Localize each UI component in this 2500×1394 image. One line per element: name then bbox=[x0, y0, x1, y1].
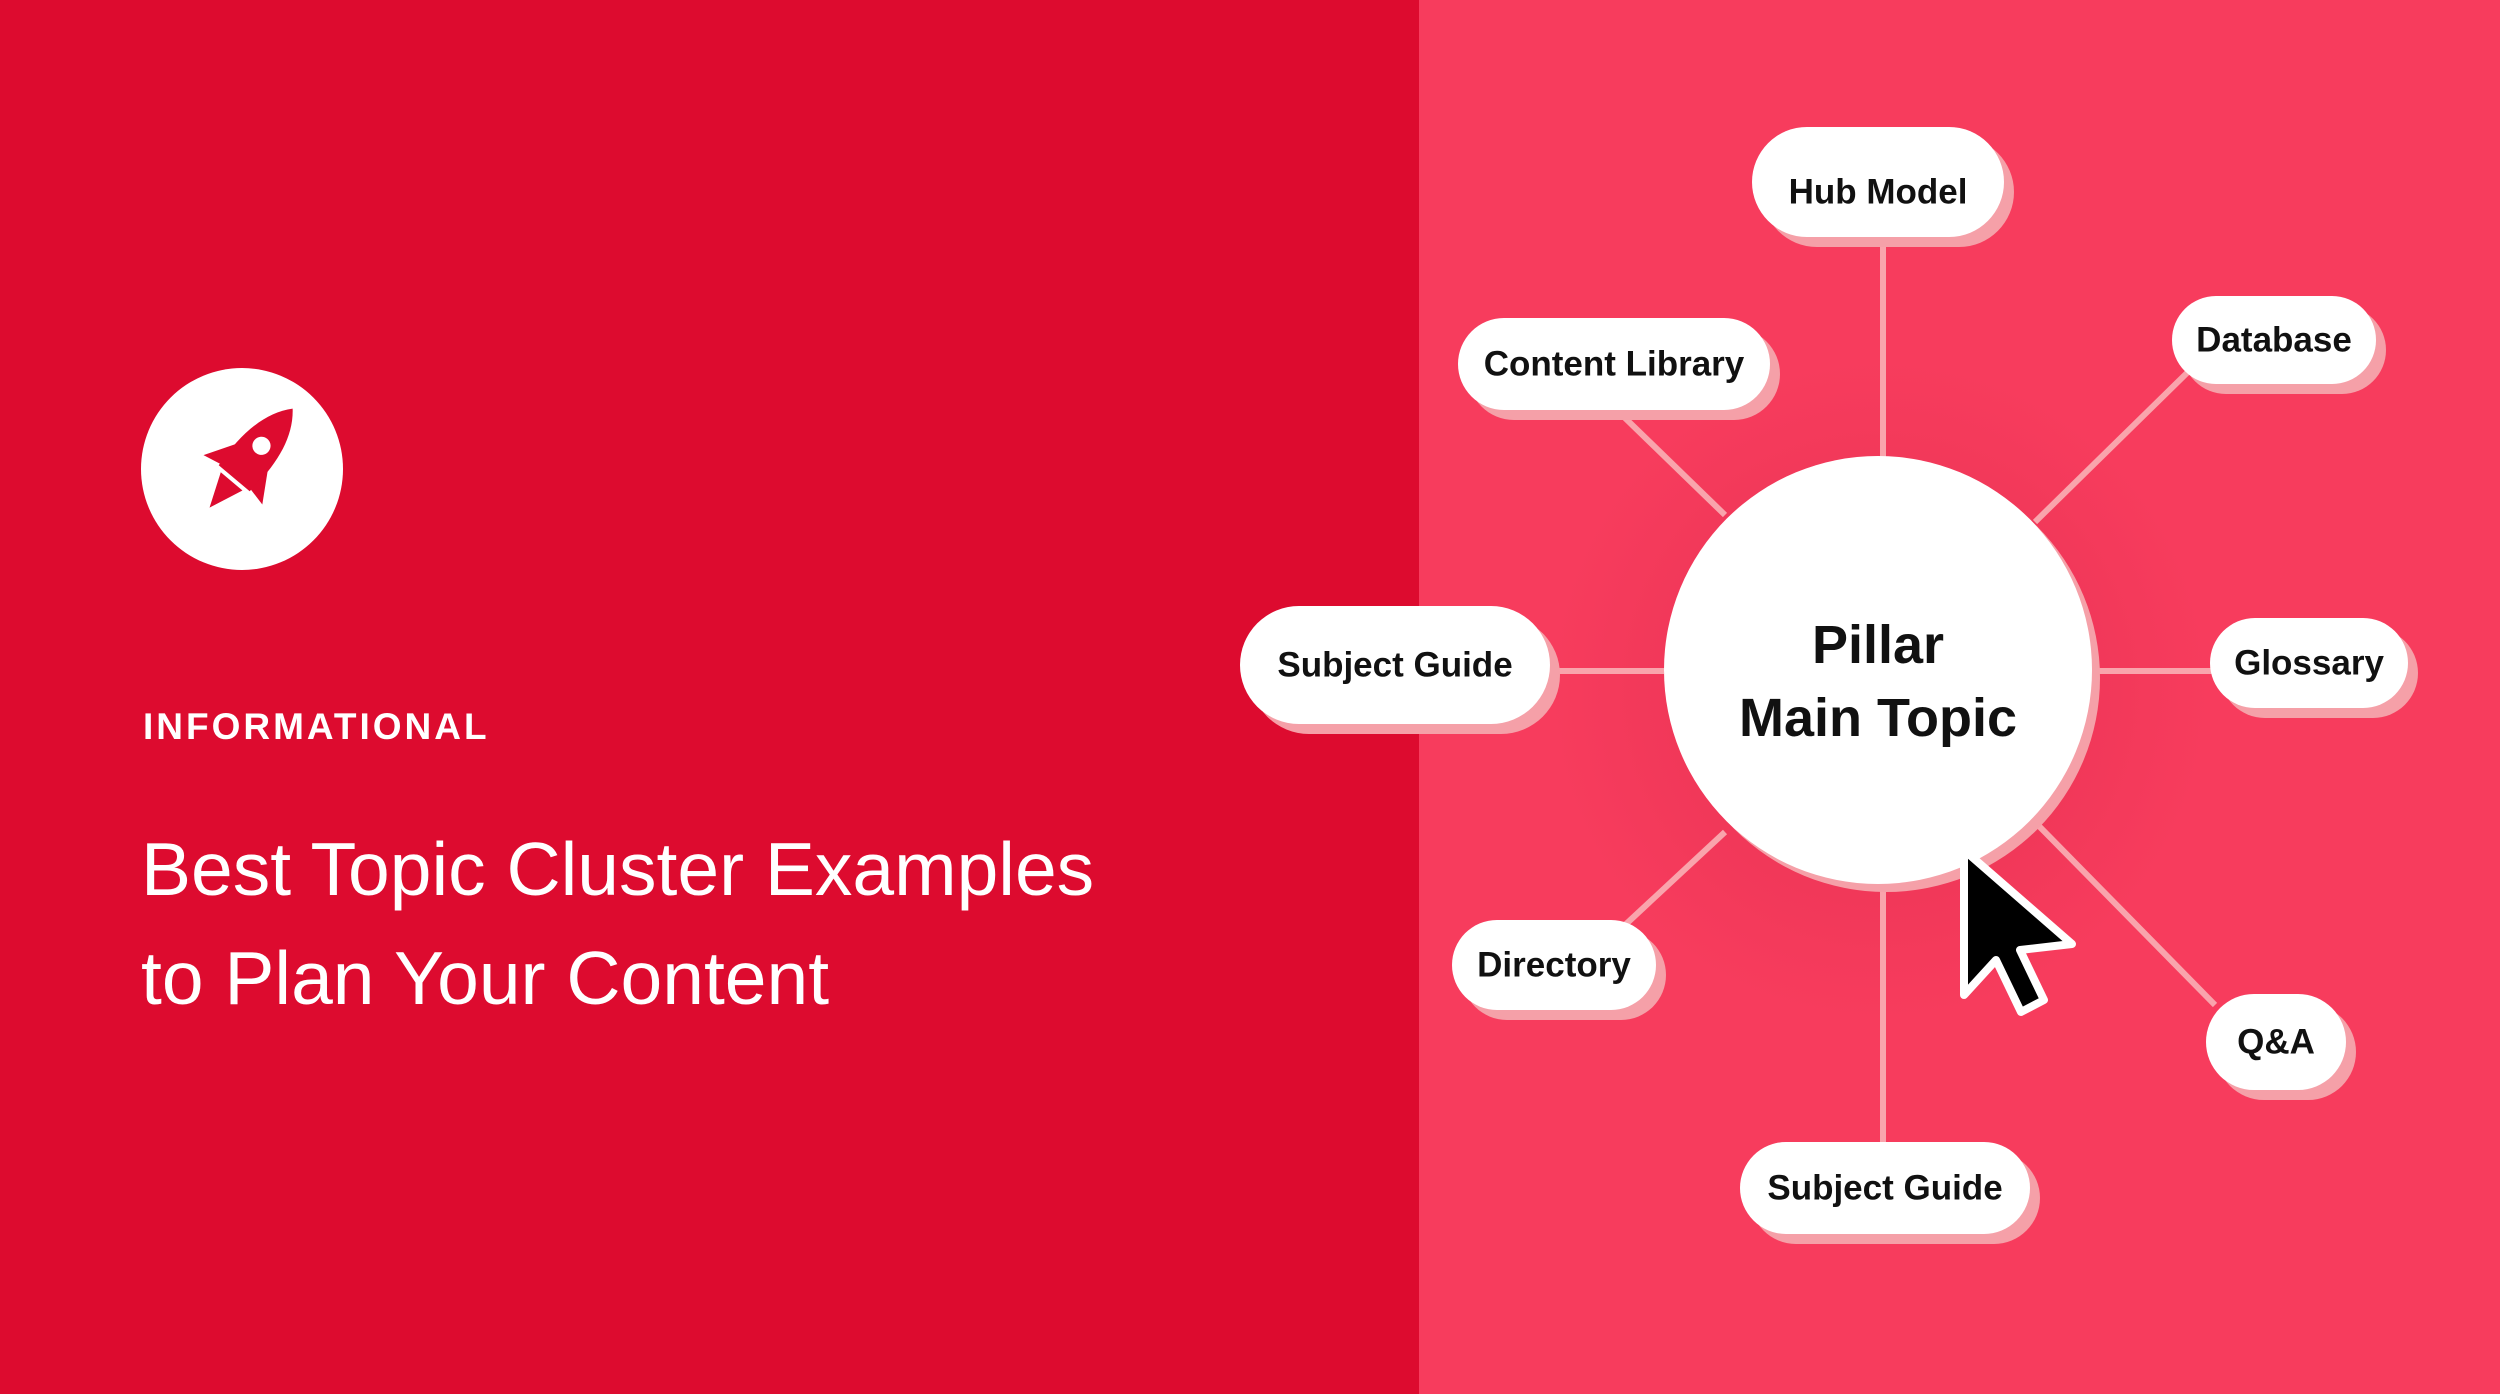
node-subject-guide-bottom-label: Subject Guide bbox=[1767, 1168, 2002, 1207]
page-title: Best Topic Cluster Examples to Plan Your… bbox=[141, 815, 1321, 1033]
center-line-2: Main Topic bbox=[1739, 688, 2017, 748]
node-qa-label: Q&A bbox=[2237, 1022, 2315, 1061]
title-line-2: to Plan Your Content bbox=[141, 936, 830, 1020]
node-directory: Directory bbox=[1452, 920, 1666, 1020]
node-content-library-label: Content Library bbox=[1484, 344, 1745, 383]
mouse-cursor-icon bbox=[1960, 846, 2076, 1016]
category-label: INFORMATIONAL bbox=[143, 706, 490, 747]
node-directory-label: Directory bbox=[1477, 945, 1631, 984]
node-qa: Q&A bbox=[2206, 994, 2356, 1100]
title-line-1: Best Topic Cluster Examples bbox=[141, 827, 1095, 911]
connector-lines bbox=[1555, 235, 2218, 1145]
connector-database bbox=[2032, 367, 2193, 525]
left-panel bbox=[0, 0, 1419, 1394]
node-subject-guide-left: Subject Guide bbox=[1240, 606, 1560, 734]
node-subject-guide-bottom: Subject Guide bbox=[1740, 1142, 2040, 1244]
rocket-logo-icon bbox=[141, 368, 343, 570]
node-glossary: Glossary bbox=[2210, 618, 2418, 718]
node-glossary-label: Glossary bbox=[2234, 643, 2384, 682]
node-database-label: Database bbox=[2196, 320, 2352, 359]
connector-qa bbox=[2032, 819, 2218, 1008]
node-subject-guide-left-label: Subject Guide bbox=[1277, 645, 1512, 684]
node-content-library: Content Library bbox=[1458, 318, 1780, 420]
center-node: Pillar Main Topic bbox=[1664, 456, 2100, 892]
connector-content-library bbox=[1622, 415, 1728, 518]
connector-directory bbox=[1622, 829, 1728, 928]
node-hub-model-label: Hub Model bbox=[1789, 172, 1968, 211]
center-line-1: Pillar bbox=[1812, 615, 1944, 675]
node-hub-model: Hub Model bbox=[1752, 127, 2014, 247]
node-database: Database bbox=[2172, 296, 2386, 394]
